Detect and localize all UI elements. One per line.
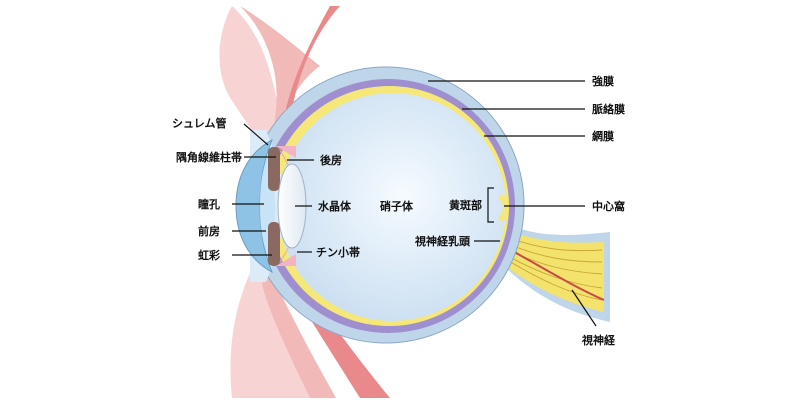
- vitreous-body: [278, 93, 506, 321]
- iris-upper: [268, 147, 280, 191]
- label-schlemm-canal: シュレム管: [172, 116, 227, 130]
- label-sclera: 強膜: [592, 74, 614, 88]
- label-lens: 水晶体: [318, 199, 352, 213]
- optic-nerve: [499, 224, 610, 322]
- ciliary-body-upper: [276, 146, 296, 158]
- label-macula: 黄斑部: [449, 198, 482, 212]
- label-vitreous: 硝子体: [380, 199, 414, 213]
- iris-lower: [268, 222, 280, 266]
- upper-eyelid: [219, 6, 340, 152]
- label-iris: 虹彩: [198, 248, 220, 262]
- leader-lines: [232, 80, 597, 327]
- label-pupil: 瞳孔: [198, 197, 220, 211]
- label-retina: 網膜: [592, 129, 614, 143]
- label-zonule: チン小帯: [316, 245, 360, 259]
- ciliary-body-lower: [276, 254, 296, 266]
- label-fovea: 中心窩: [592, 199, 625, 213]
- label-optic-disc: 視神経乳頭: [414, 234, 471, 248]
- label-trabecular-meshwork: 隅角線維柱帯: [176, 150, 242, 164]
- label-optic-nerve: 視神経: [581, 333, 616, 347]
- label-posterior-chamber: 後房: [320, 153, 342, 167]
- label-anterior-chamber: 前房: [198, 224, 220, 238]
- fovea-pit: [497, 193, 509, 223]
- label-choroid: 脈絡膜: [592, 102, 625, 116]
